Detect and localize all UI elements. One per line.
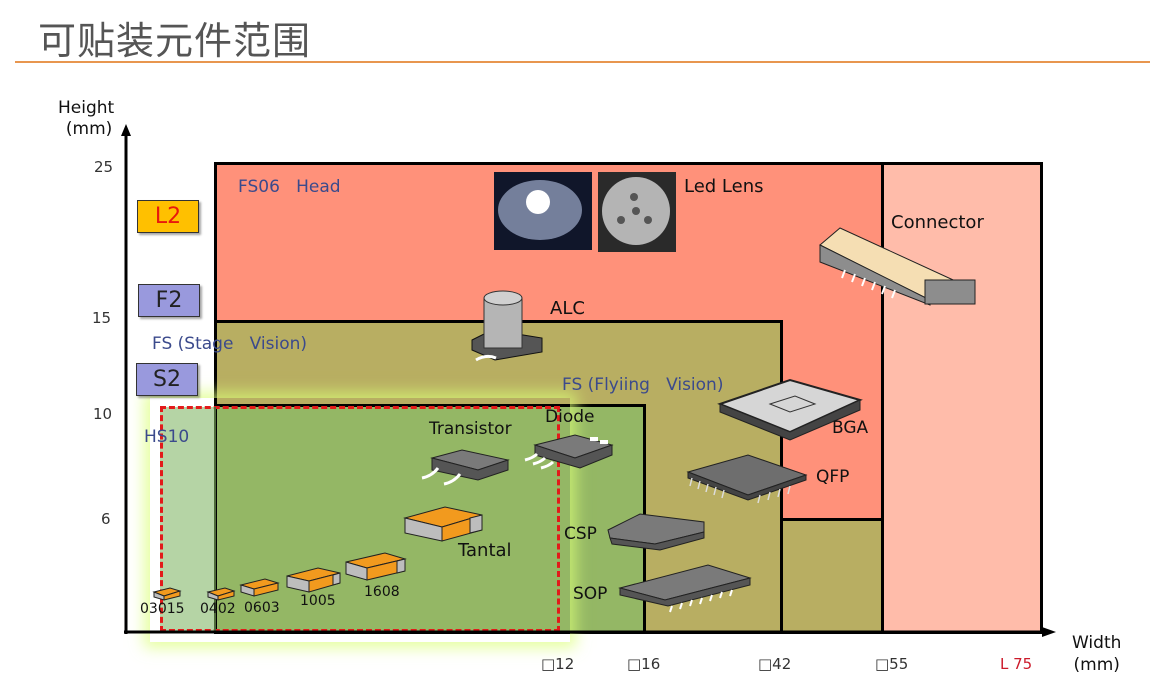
- x-tick-42: □42: [758, 655, 792, 673]
- label-transistor: Transistor: [429, 419, 512, 439]
- label-sop: SOP: [573, 584, 608, 604]
- qfp-component-icon: [686, 454, 808, 504]
- label-diode: Diode: [545, 407, 595, 427]
- region-fs-lower-right: [779, 518, 884, 634]
- label-chip-0603: 0603: [244, 600, 280, 616]
- label-hs10: HS10: [144, 427, 190, 447]
- hs10-divider-line: [214, 407, 216, 633]
- y-axis-label-line1: Height: [58, 98, 115, 118]
- chip-0402-icon: [206, 587, 236, 601]
- label-fs-stage-vision: FS (Stage Vision): [152, 334, 308, 354]
- label-csp: CSP: [564, 524, 597, 544]
- sop-component-icon: [618, 564, 752, 613]
- x-axis-arrow-icon: [1042, 627, 1056, 637]
- label-chip-03015: 03015: [140, 601, 185, 617]
- csp-component-icon: [607, 513, 705, 551]
- page-title: 可贴装元件范围: [38, 19, 312, 63]
- label-qfp: QFP: [816, 467, 850, 487]
- x-axis-label-line2: (mm): [1073, 655, 1120, 675]
- connector-component-icon: [819, 227, 976, 306]
- y-tick-10: 10: [93, 405, 113, 423]
- led-lens-photo-2-icon: [598, 172, 676, 252]
- region-connector-zone: [880, 162, 1043, 634]
- chip-03015-icon: [152, 587, 182, 601]
- bga-component-icon: [717, 378, 863, 441]
- label-led-lens: Led Lens: [684, 176, 764, 197]
- x-axis-label-line1: Width: [1072, 633, 1122, 653]
- label-chip-1608: 1608: [364, 584, 400, 600]
- x-tick-16: □16: [627, 655, 661, 673]
- x-axis-label: Width (mm): [1072, 632, 1121, 676]
- x-tick-12: □12: [541, 655, 575, 673]
- chip-1005-icon: [286, 567, 341, 593]
- badge-s2: S2: [136, 363, 198, 396]
- transistor-component-icon: [421, 449, 510, 486]
- y-axis-label-line2: (mm): [65, 119, 113, 139]
- label-tantal: Tantal: [458, 540, 512, 561]
- badge-f2: F2: [138, 284, 200, 317]
- badge-l2: L2: [137, 200, 199, 233]
- chip-0603-icon: [239, 578, 280, 597]
- label-chip-0402: 0402: [200, 601, 236, 617]
- y-tick-25: 25: [94, 158, 114, 176]
- label-chip-1005: 1005: [300, 593, 336, 609]
- label-alc: ALC: [550, 298, 585, 319]
- label-fs-flying-vision: FS (Flyiing Vision): [562, 375, 724, 395]
- tantal-component-icon: [403, 506, 483, 542]
- alc-component-icon: [471, 290, 543, 362]
- label-bga: BGA: [832, 418, 869, 438]
- chip-1608-icon: [345, 552, 407, 581]
- diode-component-icon: [524, 434, 614, 470]
- x-tick-75: L 75: [1000, 655, 1033, 673]
- label-fs06-head: FS06 Head: [238, 177, 341, 197]
- y-axis-label: Height (mm): [58, 98, 114, 140]
- led-lens-photo-1-icon: [494, 172, 592, 250]
- title-divider: [15, 61, 1150, 63]
- y-tick-6: 6: [101, 510, 111, 528]
- y-tick-15: 15: [92, 309, 112, 327]
- label-connector: Connector: [891, 212, 984, 233]
- y-axis-arrow-icon: [121, 124, 131, 136]
- x-tick-55: □55: [875, 655, 909, 673]
